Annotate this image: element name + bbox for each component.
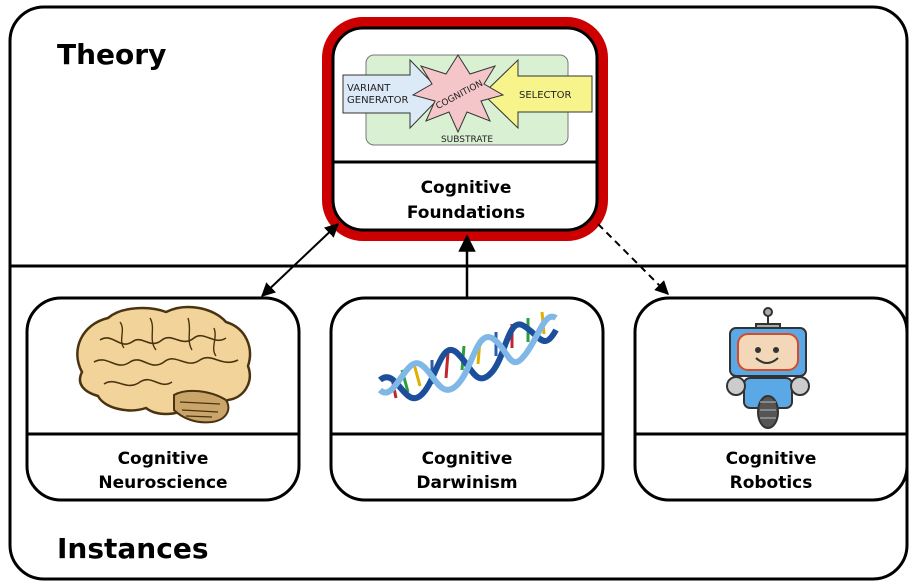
darwinism-title-line2: Darwinism xyxy=(416,473,517,493)
neuroscience-title-line2: Neuroscience xyxy=(98,473,227,493)
neuroscience-foundations-arrow xyxy=(260,223,340,297)
cognition-star xyxy=(411,54,505,134)
neuroscience-card[interactable]: Cognitive Neuroscience xyxy=(25,296,301,502)
variant-generator-label-1: VARIANT xyxy=(347,83,391,94)
variant-generator-arrow xyxy=(342,58,444,130)
foundations-title-line1: Cognitive xyxy=(421,178,512,198)
robotics-card[interactable]: Cognitive Robotics xyxy=(633,296,909,502)
foundations-title-line2: Foundations xyxy=(407,203,525,223)
neuroscience-title-line1: Cognitive xyxy=(118,449,209,469)
variant-generator-label-2: GENERATOR xyxy=(347,95,408,106)
selector-arrow xyxy=(482,58,593,130)
foundations-card[interactable]: VARIANT GENERATOR COGNITION SELECTOR SUB… xyxy=(322,17,608,241)
instances-label: Instances xyxy=(57,532,208,565)
robotics-title-line2: Robotics xyxy=(730,473,813,493)
theory-label: Theory xyxy=(57,38,166,71)
dna-icon xyxy=(377,311,559,402)
robotics-title-line1: Cognitive xyxy=(726,449,817,469)
darwinism-card[interactable]: Cognitive Darwinism xyxy=(329,296,605,502)
substrate-label: SUBSTRATE xyxy=(441,135,493,145)
darwinism-card-border xyxy=(329,296,605,502)
foundations-robotics-arrow xyxy=(597,223,669,295)
darwinism-title-line1: Cognitive xyxy=(422,449,513,469)
selector-label: SELECTOR xyxy=(519,90,572,101)
foundations-schematic: VARIANT GENERATOR COGNITION SELECTOR SUB… xyxy=(342,54,593,146)
robot-icon xyxy=(726,307,810,429)
brain-icon xyxy=(76,305,252,424)
